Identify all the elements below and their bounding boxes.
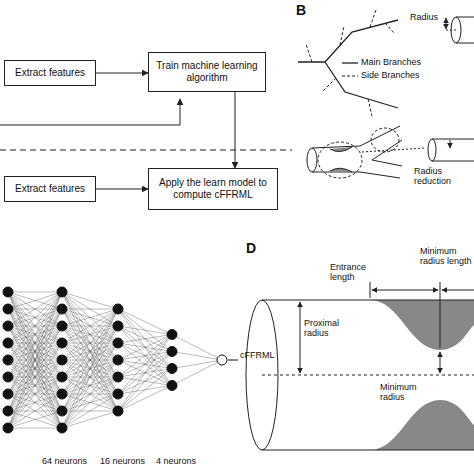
flow-lines	[0, 40, 292, 150]
dimension-label: Proximal radius	[304, 318, 352, 339]
box-text: Extract features	[15, 67, 85, 79]
panel-letter: B	[296, 2, 306, 18]
panel-letter: D	[246, 240, 256, 256]
dimension-label: Entrance length	[330, 262, 370, 283]
box-text: Apply the learn model to compute cFFRML	[155, 177, 271, 201]
dimension-label: Radius	[410, 12, 444, 22]
process-box: Train machine learning algorithm	[148, 52, 266, 92]
radius-cylinder	[446, 17, 474, 43]
flow-arrow	[96, 189, 148, 190]
flow-arrow	[96, 73, 148, 74]
dimension-label: Minimum radius	[380, 382, 436, 403]
layer-label: 64 neurons	[42, 456, 87, 466]
process-box: Apply the learn model to compute cFFRML	[148, 168, 278, 210]
box-text: Train machine learning algorithm	[155, 60, 259, 84]
layer-label: 4 neurons	[156, 456, 196, 466]
dimension-label: Minimum radius length	[420, 246, 472, 267]
process-box: Extract features	[4, 60, 96, 86]
output-label: cFFRML	[240, 350, 275, 360]
legend-entry: Main Branches	[361, 57, 421, 67]
stenosis-vessel	[246, 282, 474, 450]
neural-network	[3, 287, 238, 433]
legend-text: Main Branches	[361, 57, 421, 67]
legend-entry: Side Branches	[361, 70, 420, 80]
box-text: Extract features	[15, 183, 85, 195]
process-box: Extract features	[4, 176, 96, 202]
flow-arrow	[235, 92, 236, 168]
legend-text: Side Branches	[361, 70, 420, 80]
layer-label: 16 neurons	[100, 456, 145, 466]
dimension-label: Radius reduction	[414, 166, 470, 187]
bifurcation-vessel	[307, 126, 474, 178]
